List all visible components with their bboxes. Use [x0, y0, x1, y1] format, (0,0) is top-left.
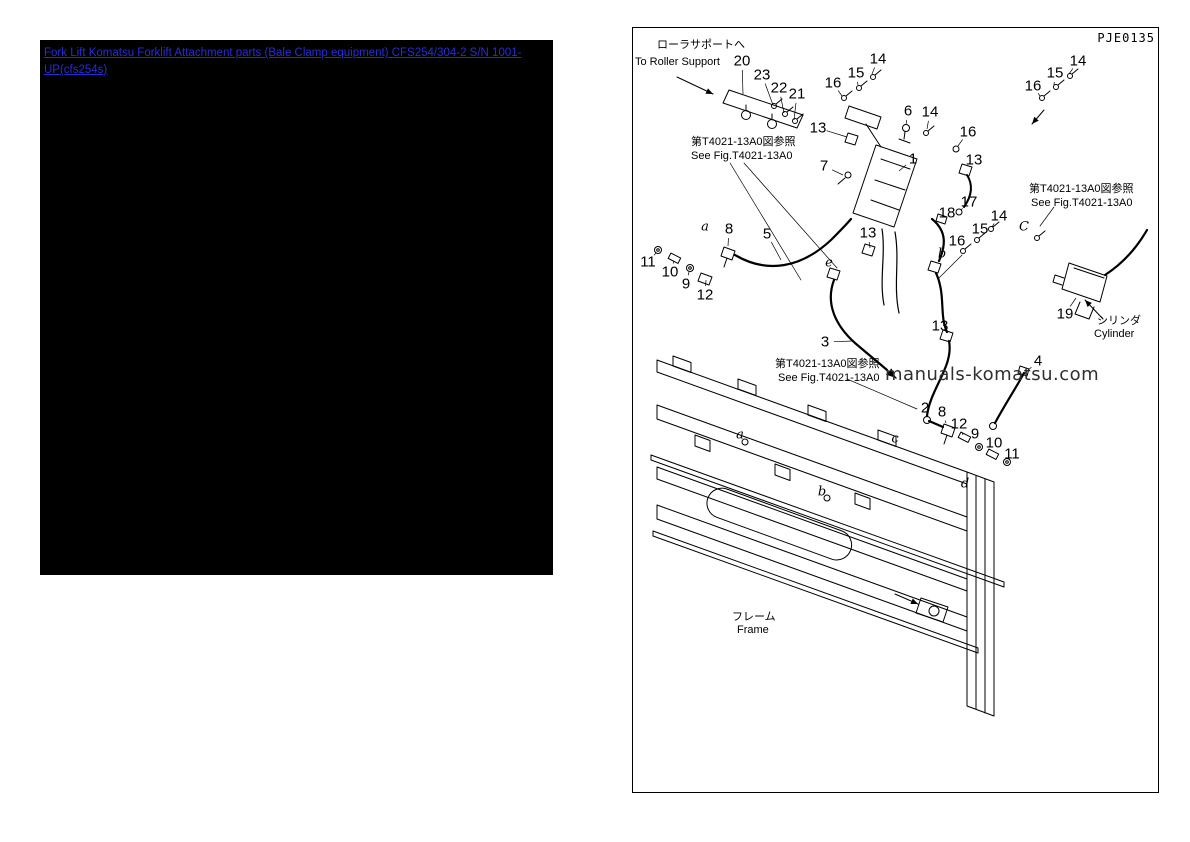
label-see-fig-1-jp: 第T4021-13A0図参照 [691, 136, 796, 148]
hose-connection-letter: b [818, 485, 826, 500]
callout-leader-line [780, 96, 785, 114]
part-number-callout: 2 [921, 400, 929, 417]
callout-leader-line [871, 67, 875, 75]
callout-leader-line [1023, 366, 1032, 375]
callout-leader-line [687, 271, 690, 276]
callout-leader-line [831, 169, 844, 176]
label-frame-jp: フレーム [732, 611, 776, 623]
hose-connection-letter: d [961, 477, 969, 492]
part-number-callout: 13 [966, 152, 983, 169]
callout-leader-line [926, 120, 929, 130]
part-number-callout: 1 [909, 151, 917, 168]
hose-connection-letter: a [736, 428, 744, 443]
part-number-callout: 13 [810, 120, 827, 137]
label-cylinder-en: Cylinder [1094, 328, 1135, 340]
callout-leader-line [857, 81, 859, 86]
part-number-callout: 17 [961, 194, 978, 211]
diagram-linework [650, 68, 1149, 717]
part-number-callout: 5 [763, 226, 771, 243]
callout-leader-line [961, 432, 964, 436]
callout-leader-line [957, 139, 964, 147]
hose-connection-letter: C [1019, 220, 1029, 235]
part-number-callout: 14 [1070, 53, 1087, 70]
part-number-callout: 6 [904, 103, 912, 120]
callout-leader-line [944, 420, 947, 424]
label-to-roller-support-en: To Roller Support [635, 56, 720, 68]
part-number-callout: 9 [682, 276, 690, 293]
part-number-callout: 7 [820, 158, 828, 175]
part-number-callout: 14 [922, 104, 939, 121]
hose-connection-letter: b [938, 247, 946, 262]
callout-leader-line [905, 119, 908, 126]
part-number-callout: 4 [1034, 353, 1042, 370]
part-number-callout: 14 [870, 51, 887, 68]
callout-leader-line [741, 69, 744, 95]
callout-leader-line [868, 241, 871, 249]
part-number-callout: 16 [1025, 78, 1042, 95]
part-number-callout: 14 [991, 208, 1008, 225]
part-number-callout: 16 [949, 233, 966, 250]
callout-leader-line [898, 164, 907, 172]
label-frame-en: Frame [737, 624, 769, 636]
callout-leader-line [1069, 297, 1077, 307]
part-number-callout: 12 [697, 287, 714, 304]
label-see-fig-2-en: See Fig.T4021-13A0 [1031, 197, 1133, 209]
part-number-callout: 15 [1047, 65, 1064, 82]
callout-leader-line [991, 223, 995, 228]
parts-diagram-drawing: 2023222116151413614161371161514171851316… [640, 51, 1149, 717]
part-number-callout: 11 [640, 254, 656, 271]
label-cylinder-jp: シリンダ [1097, 315, 1141, 327]
callout-leader-line [793, 102, 797, 121]
label-see-fig-3-en: See Fig.T4021-13A0 [778, 372, 880, 384]
callout-leader-line [1068, 68, 1074, 75]
callout-leader-line [960, 208, 963, 211]
callout-leader-line [837, 90, 843, 97]
part-number-callout: 18 [939, 205, 956, 222]
callout-leader-line [833, 340, 854, 343]
part-number-callout: 8 [725, 221, 733, 238]
label-see-fig-3-jp: 第T4021-13A0図参照 [775, 358, 880, 370]
label-see-fig-1-en: See Fig.T4021-13A0 [691, 150, 793, 162]
part-number-callout: 21 [789, 86, 806, 103]
callout-leader-line [764, 83, 774, 106]
callout-leader-line [770, 241, 782, 261]
hose-connection-letter: c [891, 432, 899, 447]
hose-connection-letter: a [701, 220, 709, 235]
watermark-text: manuals-komatsu.com [885, 364, 1100, 385]
part-number-callout: 20 [734, 53, 751, 70]
part-number-callout: 15 [972, 221, 989, 238]
part-number-callout: 8 [938, 404, 946, 421]
callout-leader-line [672, 260, 675, 264]
part-number-callout: 19 [1057, 306, 1074, 323]
part-number-callout: 12 [951, 416, 968, 433]
part-number-callout: 11 [1004, 446, 1020, 463]
part-number-callout: 9 [971, 426, 979, 443]
part-number-callout: 10 [662, 264, 679, 281]
part-number-callout: 22 [771, 80, 788, 97]
callout-leader-line [653, 252, 657, 256]
part-number-callout: 13 [860, 225, 877, 242]
part-number-callout: 13 [932, 318, 949, 335]
part-number-callout: 3 [821, 334, 829, 351]
callout-leader-line [826, 130, 848, 138]
left-black-panel: Fork Lift Komatsu Forklift Attachment pa… [40, 40, 553, 575]
parts-title-link[interactable]: Fork Lift Komatsu Forklift Attachment pa… [44, 47, 522, 76]
callout-leader-lines [653, 67, 1077, 436]
hose-connection-letter: e [825, 256, 833, 271]
callout-leader-line [1037, 93, 1041, 97]
figure-code: PJE0135 [1097, 31, 1155, 45]
part-number-callout: 16 [960, 124, 977, 141]
part-number-callout: 23 [754, 67, 771, 84]
part-number-callout: 10 [986, 435, 1003, 452]
part-number-callout: 15 [848, 65, 865, 82]
part-number-callout: 16 [825, 75, 842, 92]
label-see-fig-2-jp: 第T4021-13A0図参照 [1029, 183, 1134, 195]
label-to-roller-support-jp: ローラサポートへ [657, 39, 745, 51]
